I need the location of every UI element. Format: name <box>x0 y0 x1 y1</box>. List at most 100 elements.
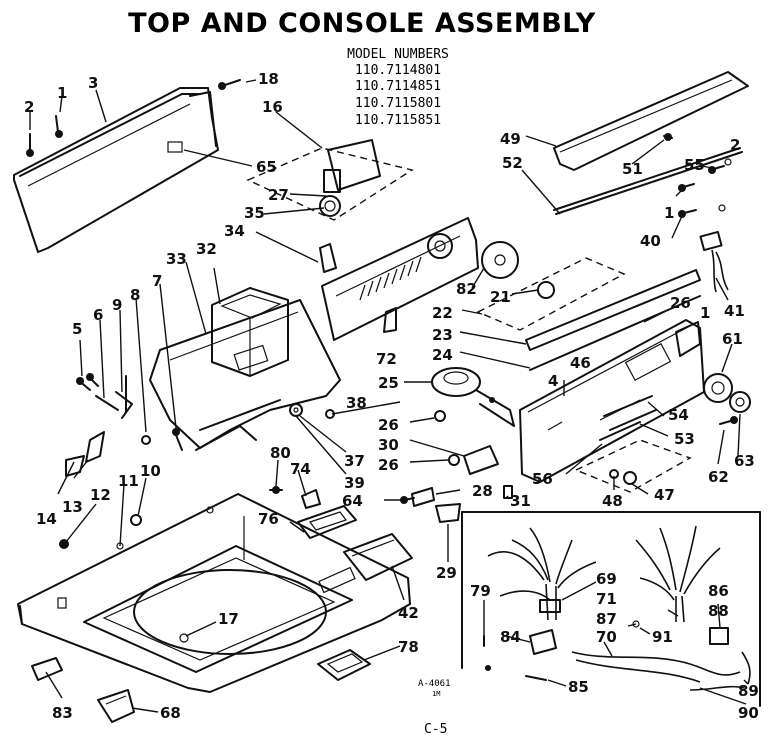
callout: 13 <box>62 498 83 516</box>
callout: 41 <box>724 302 745 320</box>
callout: 39 <box>344 474 365 492</box>
cabinet-top <box>17 493 411 693</box>
callout: 7 <box>152 272 162 290</box>
callout: 23 <box>432 326 453 344</box>
callout: 64 <box>342 492 363 510</box>
panel-retainers <box>599 395 657 441</box>
callout: 40 <box>640 232 661 250</box>
timer-knob <box>481 241 519 279</box>
callout: 70 <box>596 628 617 646</box>
callout: 51 <box>622 160 643 178</box>
screw-set-right <box>663 133 732 218</box>
callout: 90 <box>738 704 759 722</box>
selector-knob-set <box>703 373 751 425</box>
callout: 68 <box>160 704 181 722</box>
callout: 47 <box>654 486 675 504</box>
callout: 79 <box>470 582 491 600</box>
model-number: 110.7115851 <box>355 113 441 128</box>
detergent-dispenser-bracket <box>211 287 289 377</box>
callout: 69 <box>596 570 617 588</box>
callout: 1 <box>700 304 710 322</box>
callout: 62 <box>708 468 729 486</box>
wiring-harness-panel <box>461 511 761 707</box>
callout: 83 <box>52 704 73 722</box>
callout: 18 <box>258 70 279 88</box>
callout: 33 <box>166 250 187 268</box>
page-label: C-5 <box>424 722 447 737</box>
callout: 61 <box>722 330 743 348</box>
leader-lines <box>29 79 749 713</box>
console-control-panel <box>321 217 479 341</box>
callout: 87 <box>596 610 617 628</box>
callout: 14 <box>36 510 57 528</box>
callout: 65 <box>256 158 277 176</box>
callout: 78 <box>398 638 419 656</box>
callout: 72 <box>376 350 397 368</box>
connector-parts <box>400 485 513 507</box>
callout: 1 <box>664 204 674 222</box>
callout: 27 <box>268 186 289 204</box>
callout: 56 <box>532 470 553 488</box>
callout: 52 <box>502 154 523 172</box>
hinge-hardware-group <box>76 373 183 451</box>
callout: 46 <box>570 354 591 372</box>
model-number: 110.7114851 <box>355 79 441 94</box>
figure-code-sub: 1M <box>432 690 440 698</box>
callout: 32 <box>196 240 217 258</box>
figure-code: A-4061 <box>418 679 451 689</box>
callout: 49 <box>500 130 521 148</box>
model-number: 110.7115801 <box>355 96 441 111</box>
callout: 30 <box>378 436 399 454</box>
timer-bracket-assembly <box>246 139 414 273</box>
callout: 28 <box>472 482 493 500</box>
callout: 85 <box>568 678 589 696</box>
lid-bumper <box>31 657 63 681</box>
callout: 89 <box>738 682 759 700</box>
callout: 53 <box>674 430 695 448</box>
callout-labels: 1 2 3 18 16 65 27 35 34 33 32 7 8 9 6 5 … <box>24 70 759 722</box>
diagram-title: TOP AND CONSOLE ASSEMBLY <box>128 8 596 39</box>
callout: 35 <box>244 204 265 222</box>
callout: 26 <box>378 416 399 434</box>
callout: 16 <box>262 98 283 116</box>
callout: 21 <box>490 288 511 306</box>
console-trim-bar <box>553 71 749 215</box>
callout: 34 <box>224 222 245 240</box>
callout: 5 <box>72 320 82 338</box>
callout: 82 <box>456 280 477 298</box>
model-number: 110.7114801 <box>355 63 441 78</box>
callout: 55 <box>684 156 705 174</box>
screw <box>269 486 283 494</box>
callout: 12 <box>90 486 111 504</box>
callout: 1 <box>57 84 67 102</box>
callout: 9 <box>112 296 122 314</box>
callout: 31 <box>510 492 531 510</box>
callout: 63 <box>734 452 755 470</box>
water-level-switch-bracket <box>435 503 461 523</box>
rear-console-panel <box>519 319 705 483</box>
callout: 74 <box>290 460 311 478</box>
callout: 84 <box>500 628 521 646</box>
callout: 26 <box>378 456 399 474</box>
callout: 48 <box>602 492 623 510</box>
callout: 10 <box>140 462 161 480</box>
callout: 11 <box>118 472 139 490</box>
callout: 71 <box>596 590 617 608</box>
callout: 76 <box>258 510 279 528</box>
callout: 25 <box>378 374 399 392</box>
callout: 2 <box>24 98 34 116</box>
top-bumpers <box>59 514 142 549</box>
callout: 17 <box>218 610 239 628</box>
screw <box>55 115 63 138</box>
callout: 26 <box>670 294 691 312</box>
callout: 88 <box>708 602 729 620</box>
callout: 8 <box>130 286 140 304</box>
callout: 42 <box>398 604 419 622</box>
callout: 3 <box>88 74 98 92</box>
lint-filter-cover <box>317 649 371 681</box>
dispenser-lid <box>297 489 357 539</box>
callout: 24 <box>432 346 453 364</box>
screw <box>26 133 34 157</box>
callout: 37 <box>344 452 365 470</box>
